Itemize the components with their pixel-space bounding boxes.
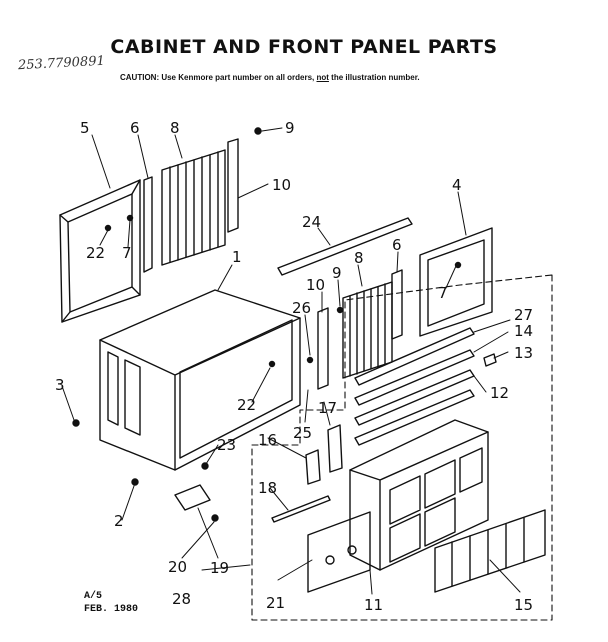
top-rail (277, 217, 413, 276)
callout-11: 11 (364, 596, 383, 614)
filter-grille (434, 509, 546, 593)
rod-18 (271, 495, 331, 523)
cabinet-body (99, 289, 301, 471)
screw-23 (201, 462, 209, 470)
bracket-17 (327, 424, 343, 473)
callout-9: 9 (285, 119, 295, 137)
callout-8: 8 (170, 119, 180, 137)
callout-18: 18 (258, 479, 277, 497)
screw-2 (131, 478, 139, 486)
accordion-curtain-right (342, 281, 393, 379)
curtain-strip-right (391, 269, 403, 340)
callout-7: 7 (438, 284, 448, 302)
bracket-19 (174, 484, 211, 511)
side-curtain-frame-right (419, 227, 493, 337)
callout-27: 27 (514, 306, 533, 324)
callout-8: 8 (354, 249, 364, 267)
callout-24: 24 (302, 213, 321, 231)
frame-strip-10-right (317, 307, 329, 390)
callout-4: 4 (452, 176, 462, 194)
stamp-line-2: FEB. 1980 (84, 604, 139, 615)
curtain-strip-left (143, 176, 153, 273)
callout-14: 14 (514, 322, 533, 340)
stamp-line-1: A/5 (84, 591, 103, 602)
caution-emphasis: not (316, 73, 329, 82)
control-panel (307, 511, 371, 593)
side-curtain-frame-left (59, 179, 141, 323)
callout-22: 22 (86, 244, 105, 262)
callout-3: 3 (55, 376, 65, 394)
screw-22-cabinet (268, 360, 276, 368)
callout-15: 15 (514, 596, 533, 614)
screw-26 (306, 356, 314, 364)
callout-2: 2 (114, 512, 124, 530)
callout-12: 12 (490, 384, 509, 402)
front-panel (349, 419, 489, 571)
callout-6: 6 (392, 236, 402, 254)
caution-suffix: the illustration number. (331, 73, 420, 82)
callout-labels: 5 6 8 9 10 22 7 24 4 1 6 9 8 7 10 26 27 … (55, 119, 533, 614)
frame-strip-10-left (227, 138, 239, 233)
accordion-curtain-left (161, 149, 226, 266)
screw-7-right (454, 261, 462, 269)
callout-9: 9 (332, 264, 342, 282)
bracket-16 (305, 449, 321, 485)
callout-7: 7 (122, 244, 132, 262)
screw-20 (211, 514, 219, 522)
callout-19: 19 (210, 559, 229, 577)
screw-9-right (336, 306, 344, 314)
callout-21: 21 (266, 594, 285, 612)
clip-13 (483, 353, 497, 367)
diagram-title: CABINET AND FRONT PANEL PARTS (110, 36, 498, 58)
callout-10: 10 (306, 276, 325, 294)
louver-14 (354, 349, 475, 406)
louver-27 (354, 327, 475, 386)
screw-9-left (254, 127, 262, 135)
callout-20: 20 (168, 558, 187, 576)
callout-10: 10 (272, 176, 291, 194)
callout-5: 5 (80, 119, 90, 137)
callout-13: 13 (514, 344, 533, 362)
callout-28: 28 (172, 590, 191, 608)
callout-25: 25 (293, 424, 312, 442)
screw-3 (72, 419, 80, 427)
callout-17: 17 (318, 399, 337, 417)
callout-26: 26 (292, 299, 311, 317)
date-stamp: A/5 FEB. 1980 (84, 590, 138, 616)
leader-lines (61, 127, 521, 595)
louver-extra (354, 389, 475, 446)
callout-16: 16 (258, 431, 277, 449)
callout-23: 23 (217, 436, 236, 454)
callout-6: 6 (130, 119, 140, 137)
caution-note: CAUTION: Use Kenmore part number on all … (120, 73, 420, 82)
callout-1: 1 (232, 248, 242, 266)
caution-prefix: CAUTION: Use Kenmore part number on all … (120, 73, 315, 82)
callout-22: 22 (237, 396, 256, 414)
